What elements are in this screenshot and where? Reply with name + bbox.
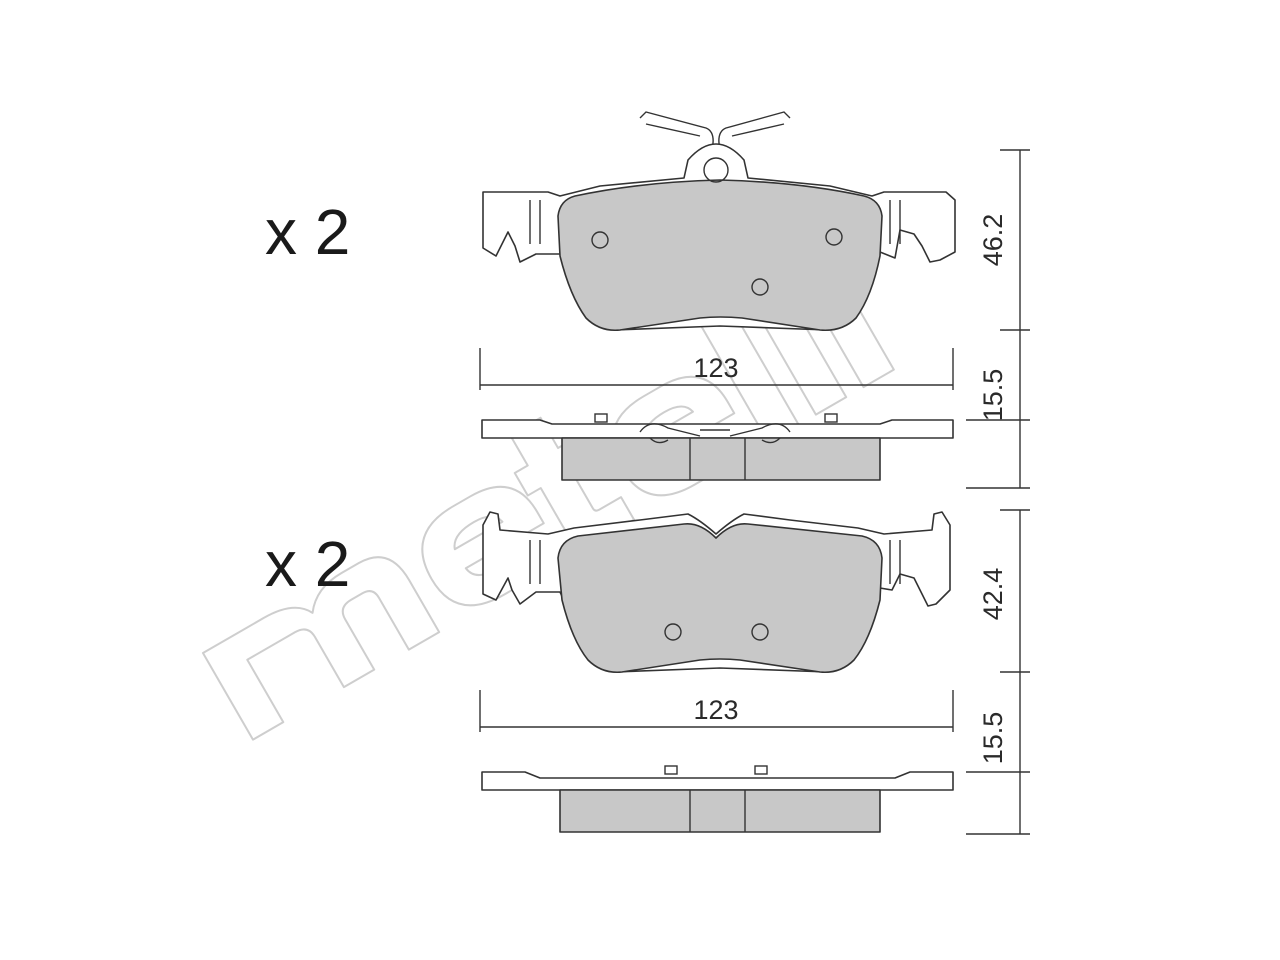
- pad2-width-label: 123: [693, 695, 738, 725]
- pad1-side-friction: [561, 437, 881, 481]
- pad1-friction-material: [557, 179, 883, 332]
- pad2-hole-left: [664, 623, 682, 641]
- pad1-height-dimension: 46.2: [978, 149, 1030, 331]
- pad2-thickness-label: 15.5: [978, 712, 1008, 765]
- pad2-side-view: [481, 765, 954, 833]
- pad2-height-dimension: 42.4: [978, 509, 1030, 673]
- quantity-label-bottom: x 2: [265, 528, 350, 600]
- pad1-hole-center: [751, 278, 769, 296]
- pad1-width-label: 123: [693, 353, 738, 383]
- pad1-width-dimension: 123: [479, 348, 954, 390]
- pad2-side-backing: [481, 771, 954, 791]
- pad2-friction-material: [557, 522, 883, 674]
- pad2-width-dimension: 123: [479, 690, 954, 732]
- pad1-wear-clip: [639, 111, 791, 151]
- pad1-height-label: 46.2: [978, 214, 1008, 267]
- pad2-thickness-dimension: 15.5: [966, 672, 1030, 835]
- quantity-label-top: x 2: [265, 196, 350, 268]
- pad2-front-view: [482, 511, 951, 674]
- pad1-thickness-dimension: 15.5: [966, 330, 1030, 489]
- pad1-side-view: [481, 413, 954, 481]
- pad1-front-view: [482, 111, 956, 332]
- pad2-hole-right: [751, 623, 769, 641]
- pad1-hole-left: [591, 231, 609, 249]
- pad1-thickness-label: 15.5: [978, 369, 1008, 422]
- pad2-height-label: 42.4: [978, 568, 1008, 621]
- pad2-side-friction: [559, 789, 881, 833]
- pad1-hole-right: [825, 228, 843, 246]
